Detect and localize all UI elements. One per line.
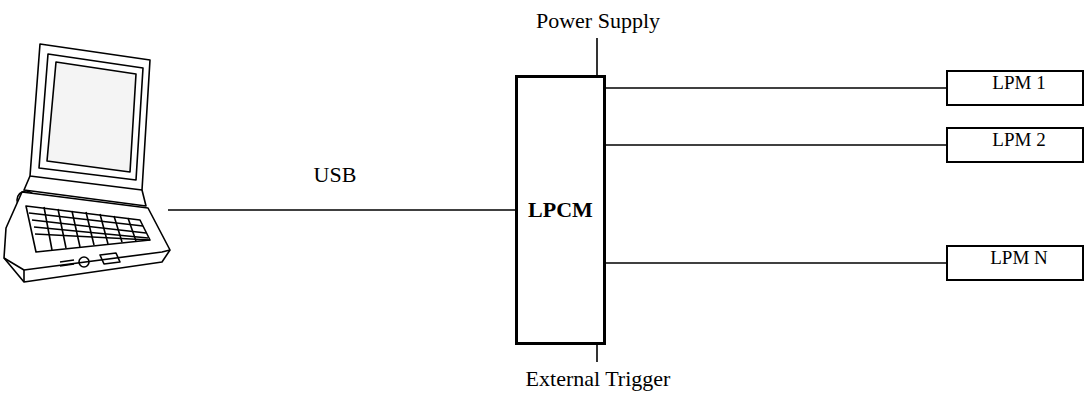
module-box: LPM 1 bbox=[946, 70, 1084, 106]
input-label: Power Supply bbox=[534, 8, 662, 33]
input-label: External Trigger bbox=[524, 366, 673, 391]
usb-wire bbox=[168, 209, 515, 211]
connection-line bbox=[606, 144, 946, 146]
box-label: LPCM bbox=[528, 197, 593, 223]
bus-label: USB bbox=[312, 162, 359, 187]
module-box: LPM N bbox=[946, 245, 1084, 281]
power-lead bbox=[596, 38, 598, 75]
box-label: LPM 2 bbox=[992, 129, 1045, 152]
trigger-lead bbox=[596, 345, 598, 362]
connection-line bbox=[606, 87, 946, 89]
controller-box: LPCM bbox=[515, 75, 606, 345]
connection-line bbox=[606, 262, 946, 264]
module-box: LPM 2 bbox=[946, 127, 1084, 163]
box-label: LPM 1 bbox=[992, 72, 1045, 95]
box-label: LPM N bbox=[990, 247, 1048, 270]
